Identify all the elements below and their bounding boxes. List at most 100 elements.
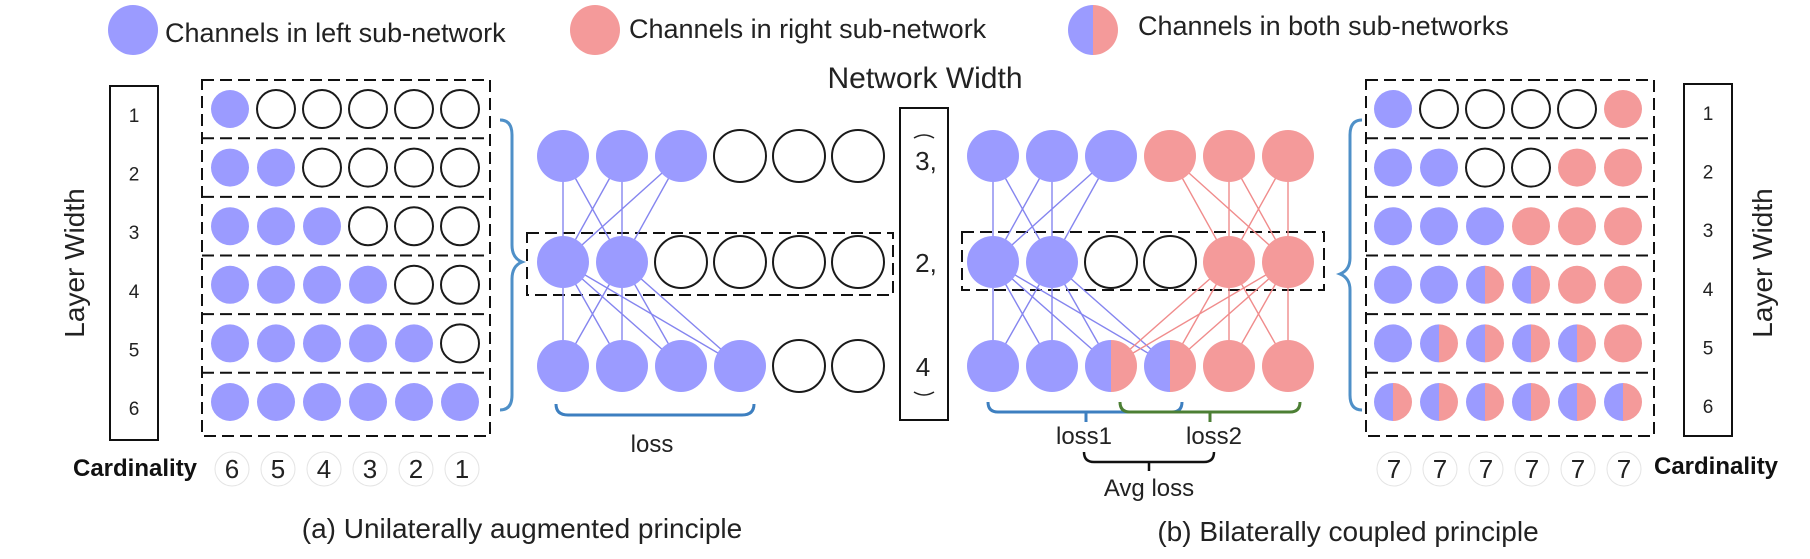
cardinality-value: 7: [1433, 454, 1447, 484]
layer-number: 4: [129, 282, 140, 303]
layer-number: 6: [129, 399, 140, 420]
network-width-value-3: 4: [916, 352, 930, 382]
brace-b: [1335, 118, 1363, 412]
channel-panel_a-r6-c5: [395, 383, 433, 421]
layer-width-box-b: [1683, 83, 1733, 437]
channel-panel_a-r4-c4: [349, 265, 387, 304]
channel-panel_a-r3-c6: [440, 206, 480, 247]
node-panel_a-l1-c4: [713, 129, 767, 183]
loss-bracket-a: [554, 403, 756, 417]
channel-panel_b-r5-c4: [1512, 324, 1550, 363]
layer-number: 5: [1703, 338, 1714, 359]
channel-panel_a-r2-c5: [394, 147, 434, 188]
channel-panel_b-r4-c3: [1466, 265, 1504, 304]
node-panel_b-l3-c3: [1085, 340, 1137, 392]
layer-width-label-b: Layer Width: [1747, 188, 1778, 337]
node-panel_b-l3-c6: [1262, 340, 1314, 392]
cardinality-marker: [306, 451, 342, 487]
legend-right-label: Channels in right sub-network: [629, 14, 987, 44]
caption-a: (a) Unilaterally augmented principle: [302, 513, 742, 544]
channel-panel_a-r3-c1: [211, 207, 249, 246]
node-panel_a-l1-c6: [831, 129, 885, 183]
channel-panel_b-r5-c6: [1604, 324, 1642, 363]
edge-left: [992, 155, 1112, 263]
cardinality-value: 4: [317, 454, 331, 484]
channel-panel_b-r1-c1: [1374, 90, 1412, 128]
legend: Channels in left sub-network Channels in…: [108, 5, 1509, 55]
channel-panel_b-r2-c5: [1558, 148, 1596, 187]
node-panel_b-l1-c3: [1085, 130, 1137, 182]
legend-left-label: Channels in left sub-network: [165, 18, 506, 48]
cardinality-marker: [260, 451, 296, 487]
node-panel_a-l1-c2: [596, 130, 648, 182]
node-panel_b-l2-c6: [1262, 236, 1314, 288]
legend-both-swatch: [1068, 5, 1118, 55]
node-panel_b-l2-c2: [1026, 236, 1078, 288]
edge-right: [1110, 261, 1289, 367]
vector-top-tick: [913, 134, 935, 139]
grid-separators-b: [1366, 137, 1654, 374]
cardinality-marker: [1422, 451, 1458, 487]
channel-panel_a-r6-c6: [441, 383, 479, 421]
channel-panel_a-r4-c5: [394, 264, 434, 305]
node-panel_a-l3-c1: [537, 340, 589, 392]
network-width-value-2: 2,: [915, 248, 937, 278]
channel-panel_b-r1-c6: [1604, 90, 1642, 128]
cardinality-marker: [1514, 451, 1550, 487]
channel-panel_b-r4-c6: [1604, 265, 1642, 304]
channel-panel_a-r1-c5: [394, 89, 434, 129]
layer-width-box-a: [109, 85, 159, 441]
cardinality-marker: [398, 451, 434, 487]
cardinality-value: 7: [1479, 454, 1493, 484]
channel-panel_a-r5-c6: [440, 323, 480, 364]
channel-panel_a-r3-c4: [348, 206, 388, 247]
node-panel_b-l3-c5: [1203, 340, 1255, 392]
channel-panel_b-r3-c6: [1604, 207, 1642, 246]
legend-both-label: Channels in both sub-networks: [1138, 11, 1509, 41]
channel-panel_a-r5-c4: [349, 324, 387, 363]
cardinality-value: 2: [409, 454, 423, 484]
channel-panel_a-r1-c2: [256, 89, 296, 129]
loss2-label-b: loss2: [1186, 423, 1242, 450]
edge-left: [562, 155, 682, 263]
channel-panel_b-r1-c3: [1465, 89, 1505, 129]
edge-left: [1051, 261, 1171, 367]
node-panel_a-l3-c3: [655, 340, 707, 392]
network-width-value-1: 3,: [915, 146, 937, 176]
loss2-bracket-b: [1118, 401, 1302, 414]
node-panel_b-l3-c2: [1026, 340, 1078, 392]
node-panel_a-l3-c2: [596, 340, 648, 392]
cardinality-value: 7: [1571, 454, 1585, 484]
node-panel_b-l1-c6: [1262, 130, 1314, 182]
channel-panel_a-r1-c4: [348, 89, 388, 129]
cardinality-marker: [1606, 451, 1642, 487]
legend-right-swatch: [570, 5, 620, 55]
node-panel_b-l3-c4: [1144, 340, 1196, 392]
channel-panel_a-r6-c2: [257, 383, 295, 421]
network-width: Network Width 3, 2, 4: [827, 62, 1023, 421]
node-panel_b-l3-c1: [967, 340, 1019, 392]
grid-box-b: [1365, 79, 1655, 437]
node-panel_a-l2-c4: [713, 235, 767, 289]
cardinality-value: 6: [225, 454, 239, 484]
node-panel_a-l1-c3: [655, 130, 707, 182]
edge-right: [1110, 261, 1230, 367]
node-panel_a-l2-c2: [596, 236, 648, 288]
channel-panel_b-r1-c5: [1557, 89, 1597, 129]
node-panel_a-l1-c1: [537, 130, 589, 182]
node-panel_b-l2-c3: [1084, 235, 1138, 289]
channel-panel_b-r4-c1: [1374, 265, 1412, 304]
channel-panel_b-r4-c2: [1420, 265, 1458, 304]
channel-panel_a-r2-c6: [440, 147, 480, 188]
channel-panel_a-r4-c1: [211, 265, 249, 304]
network-nodes-b: [967, 130, 1314, 392]
channel-panel_a-r3-c3: [303, 207, 341, 246]
channel-panel_b-r2-c2: [1420, 148, 1458, 187]
channel-panel_b-r5-c3: [1466, 324, 1504, 363]
